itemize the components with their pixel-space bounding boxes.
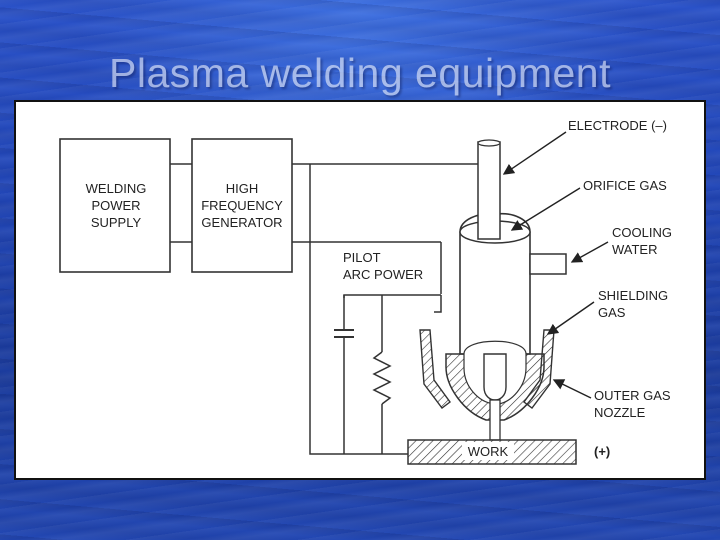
diagram-panel: WELDING POWER SUPPLY HIGH FREQUENCY GENE… <box>14 100 706 480</box>
power-supply-label-1: WELDING <box>86 181 147 196</box>
work-label: WORK <box>468 444 509 459</box>
pilot-to-nozzle <box>434 295 442 313</box>
orifice-gas-callout: ORIFICE GAS <box>583 178 667 193</box>
electrode-tip <box>483 353 507 401</box>
outer-gas-nozzle-leader <box>552 379 592 399</box>
resistor-zigzag <box>372 351 392 405</box>
outer-gas-nozzle-callout-2: NOZZLE <box>594 405 646 420</box>
cooling-water-callout-2: WATER <box>612 242 658 257</box>
hf-generator-label-2: FREQUENCY <box>201 198 283 213</box>
plasma-arc <box>489 399 501 441</box>
cooling-water-callout-1: COOLING <box>612 225 672 240</box>
plasma-welding-diagram: WELDING POWER SUPPLY HIGH FREQUENCY GENE… <box>59 118 672 465</box>
outer-gas-nozzle-callout-1: OUTER GAS <box>594 388 671 403</box>
work-label-bg <box>462 442 514 460</box>
pilot-arc-label-1: PILOT <box>343 250 381 265</box>
shielding-gas-leader <box>546 301 595 335</box>
pilot-arc-label-2: ARC POWER <box>343 267 423 282</box>
pilot-branch-top <box>343 294 441 298</box>
cooling-water-leader <box>570 241 609 263</box>
hf-generator-label-3: GENERATOR <box>201 215 282 230</box>
shielding-gas-callout-2: GAS <box>598 305 626 320</box>
power-supply-label-3: SUPPLY <box>91 215 142 230</box>
electrode-rod <box>477 141 501 240</box>
power-supply-label-2: POWER <box>91 198 140 213</box>
hf-generator-label-1: HIGH <box>226 181 259 196</box>
orifice-gas-leader <box>510 187 581 231</box>
work-polarity: (+) <box>594 444 610 459</box>
outer-nozzle-right <box>523 329 555 409</box>
slide-title: Plasma welding equipment <box>109 50 611 96</box>
electrode-leader <box>502 131 567 175</box>
hf-generator-box <box>191 138 293 273</box>
cooling-water-pipe <box>529 253 567 275</box>
electrode-top <box>477 139 501 147</box>
power-supply-box <box>59 138 171 273</box>
shielding-gas-callout-1: SHIELDING <box>598 288 668 303</box>
electrode-callout: ELECTRODE (–) <box>568 118 667 133</box>
work-lead <box>309 164 408 455</box>
outer-nozzle-left <box>419 329 451 409</box>
